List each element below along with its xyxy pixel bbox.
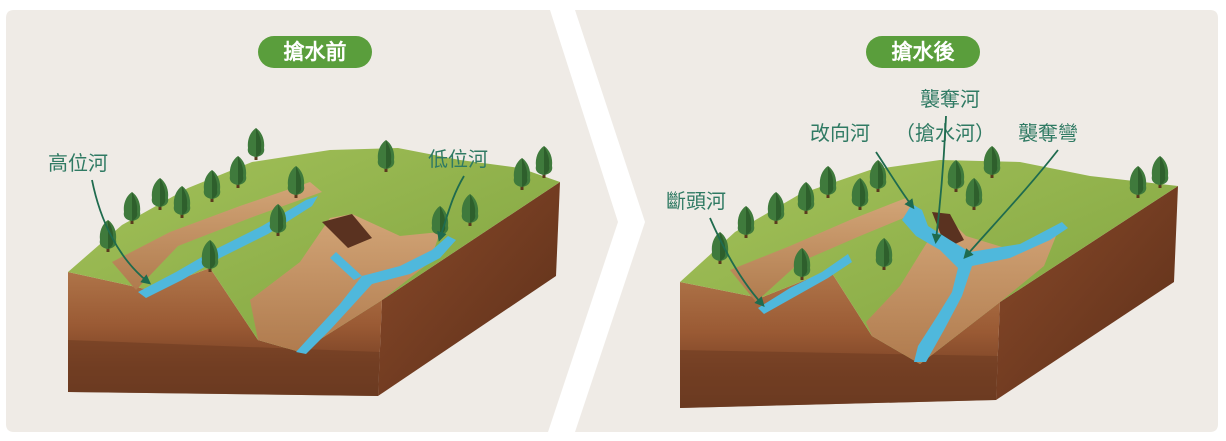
title-before: 搶水前 bbox=[284, 40, 347, 64]
title-pill-after: 搶水後 bbox=[866, 36, 980, 68]
label-elbow-of-capture: 襲奪彎 bbox=[1018, 121, 1078, 145]
arrow-icon-capturing bbox=[931, 115, 947, 244]
arrow-icon-high bbox=[91, 179, 152, 285]
beheaded-river bbox=[758, 254, 852, 314]
captured-river bbox=[902, 204, 1068, 362]
low-river bbox=[296, 236, 456, 354]
arrow-icon-diverted bbox=[875, 151, 915, 210]
title-after: 搶水後 bbox=[892, 40, 956, 64]
label-capturing-river: 襲奪河 bbox=[920, 87, 980, 111]
label-high-river: 高位河 bbox=[48, 151, 108, 175]
block-before bbox=[68, 128, 560, 396]
label-diverted-river: 改向河 bbox=[810, 121, 870, 145]
title-pill-before: 搶水前 bbox=[258, 36, 372, 68]
arrow-icon-beheaded bbox=[709, 217, 765, 307]
block-after bbox=[680, 146, 1178, 408]
label-beheaded-river: 斷頭河 bbox=[666, 189, 726, 213]
arrow-icon-low bbox=[437, 175, 465, 242]
arrow-icon-elbow bbox=[963, 149, 1059, 259]
label-low-river: 低位河 bbox=[428, 147, 488, 171]
